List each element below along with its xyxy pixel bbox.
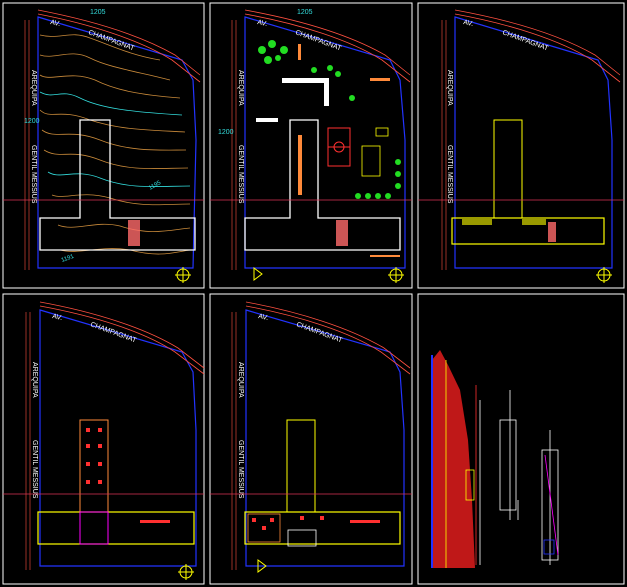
street-arequipa-label: AREQUIPA xyxy=(31,362,38,398)
panel-2-site-plan: AV. CHAMPAGNAT AREQUIPA GENTIL MESSIUS 1… xyxy=(209,2,413,289)
panel-4-floor-plan: AV. CHAMPAGNAT AREQUIPA GENTIL MESSIUS xyxy=(2,293,205,585)
north-arrow-icon xyxy=(175,267,191,283)
street-arequipa-label: AREQUIPA xyxy=(237,70,244,106)
street-gentil-label: GENTIL MESSIUS xyxy=(30,145,37,204)
street-av-label: AV. xyxy=(50,19,61,28)
street-gentil-label: GENTIL MESSIUS xyxy=(237,145,244,204)
contour-1205-label: 1205 xyxy=(297,9,313,16)
street-av-label: AV. xyxy=(257,19,268,28)
contour-1200-label: 1200 xyxy=(24,118,40,125)
contour-1205-label: 1205 xyxy=(90,9,106,16)
tree-icons xyxy=(258,40,401,199)
panel-1-topography: AV. CHAMPAGNAT AREQUIPA GENTIL MESSIUS 1… xyxy=(2,2,205,289)
section-b xyxy=(499,390,519,520)
street-gentil-label: GENTIL MESSIUS xyxy=(237,440,244,499)
street-av-label: AV. xyxy=(463,19,474,28)
north-arrow-icon xyxy=(178,564,194,580)
street-arequipa-label: AREQUIPA xyxy=(446,70,453,106)
contour-1200-label: 1200 xyxy=(218,129,234,136)
street-av-label: AV. xyxy=(258,313,269,322)
street-arequipa-label: AREQUIPA xyxy=(237,362,244,398)
section-c xyxy=(541,430,559,565)
street-av-label: AV. xyxy=(52,313,63,322)
street-arequipa-label: AREQUIPA xyxy=(30,70,37,106)
street-gentil-label: GENTIL MESSIUS xyxy=(31,440,38,499)
section-terrain xyxy=(431,350,475,568)
north-arrow-icon xyxy=(596,267,612,283)
contour-1191-label: 1191 xyxy=(61,254,76,264)
street-gentil-label: GENTIL MESSIUS xyxy=(446,145,453,204)
contour-1195-label: 1195 xyxy=(148,180,163,192)
panel-6-sections xyxy=(417,293,625,585)
north-arrow-icon xyxy=(388,267,404,283)
section-a xyxy=(465,385,481,565)
